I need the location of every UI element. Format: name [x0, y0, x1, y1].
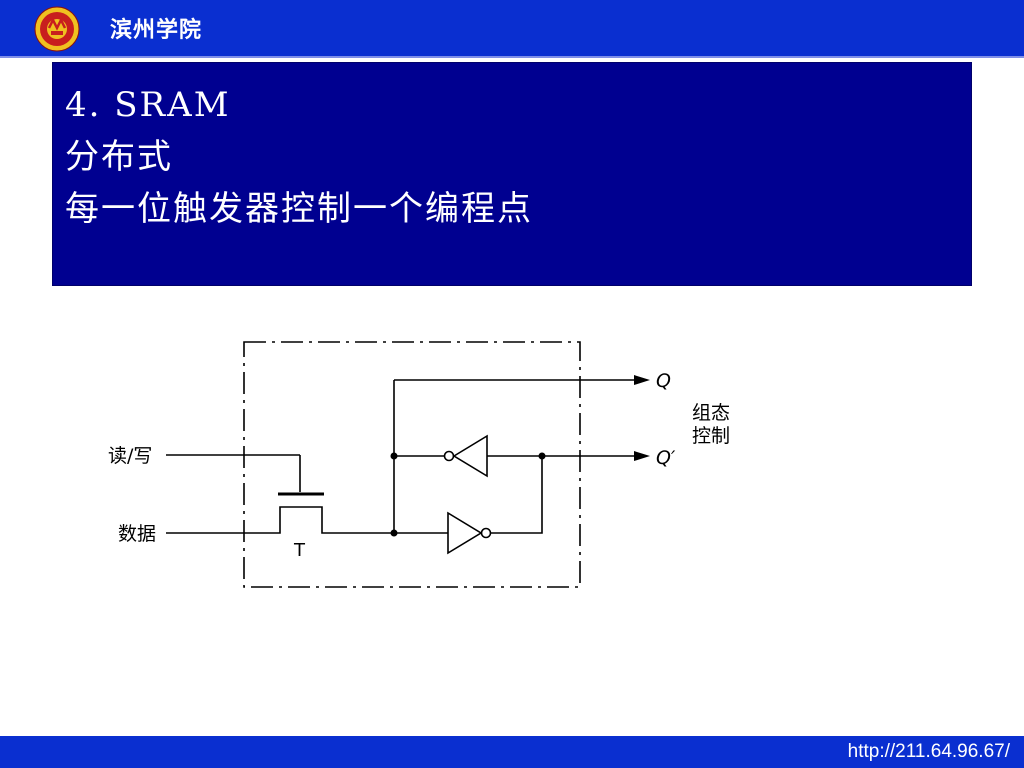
inverter-lower	[447, 511, 483, 555]
title-line-2: 分布式	[65, 137, 173, 177]
title-box: 4. SRAM 分布式 每一位触发器控制一个编程点	[52, 62, 972, 286]
junction-dot	[538, 452, 546, 460]
sram-cell-diagram: 读/写 数据 T Q Q′ 组态 控制	[108, 341, 730, 588]
inverter-upper	[452, 434, 488, 478]
school-name: 滨州学院	[110, 18, 203, 43]
label-q-prime: Q′	[656, 447, 676, 469]
q-arrow-icon	[634, 375, 650, 385]
label-config-1: 组态	[692, 402, 730, 424]
footer-bar: http://211.64.96.67/	[0, 736, 1024, 768]
label-data: 数据	[118, 523, 156, 545]
footer-url[interactable]: http://211.64.96.67/	[847, 741, 1010, 762]
header-bar: 滨州学院	[0, 0, 1024, 58]
label-q: Q	[656, 370, 671, 392]
q-prime-arrow-icon	[634, 451, 650, 461]
title-line-1: 4. SRAM	[65, 85, 231, 125]
title-line-3: 每一位触发器控制一个编程点	[65, 189, 533, 229]
junction-dot	[390, 529, 398, 537]
label-config-2: 控制	[692, 425, 730, 447]
transistor-channel	[166, 506, 394, 534]
junction-dot	[390, 452, 398, 460]
university-logo	[34, 6, 80, 52]
cell-boundary	[243, 341, 581, 588]
label-rw: 读/写	[108, 445, 152, 467]
inverter-bubble	[443, 450, 455, 462]
label-transistor: T	[293, 540, 306, 561]
